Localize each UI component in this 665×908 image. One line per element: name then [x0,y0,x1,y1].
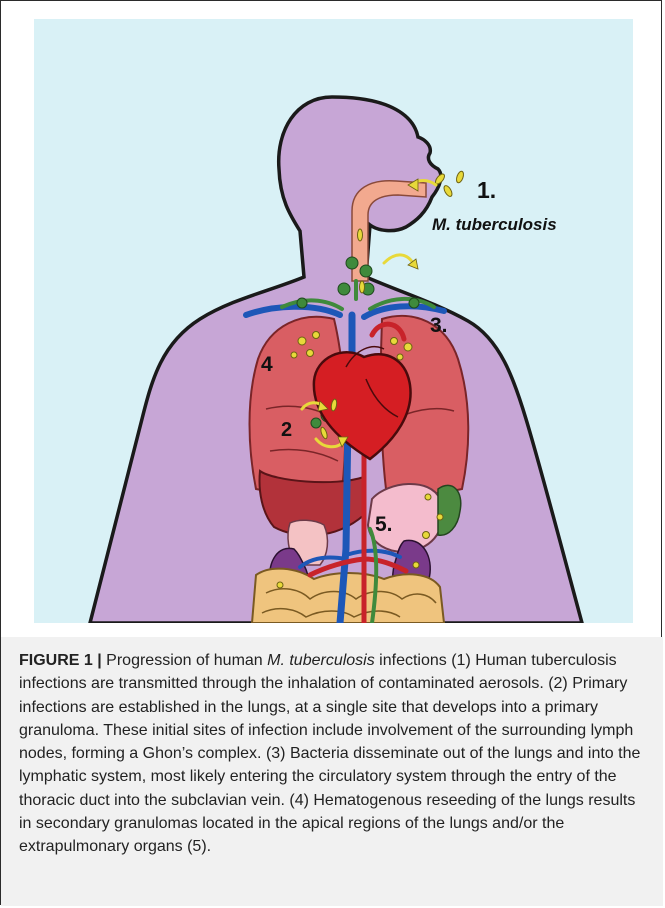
label-step-1: 1. [477,177,496,204]
caption-body: infections (1) Human tuberculosis infect… [19,652,640,855]
caption-species: M. tuberculosis [267,652,375,669]
anatomy-illustration: 1. M. tuberculosis 2 3. 4 5. [34,19,633,623]
label-step-5: 5. [375,513,393,537]
label-step-3: 3. [430,314,448,338]
label-step-4: 4 [261,353,273,377]
anatomy-drawing [34,19,633,623]
caption-heading: FIGURE 1 | [19,652,102,669]
label-step-2: 2 [281,419,292,442]
intestines [252,569,444,623]
caption-lead: Progression of human [102,652,267,669]
label-m-tuberculosis: M. tuberculosis [432,215,557,235]
figure-caption: FIGURE 1 | Progression of human M. tuber… [1,637,663,906]
